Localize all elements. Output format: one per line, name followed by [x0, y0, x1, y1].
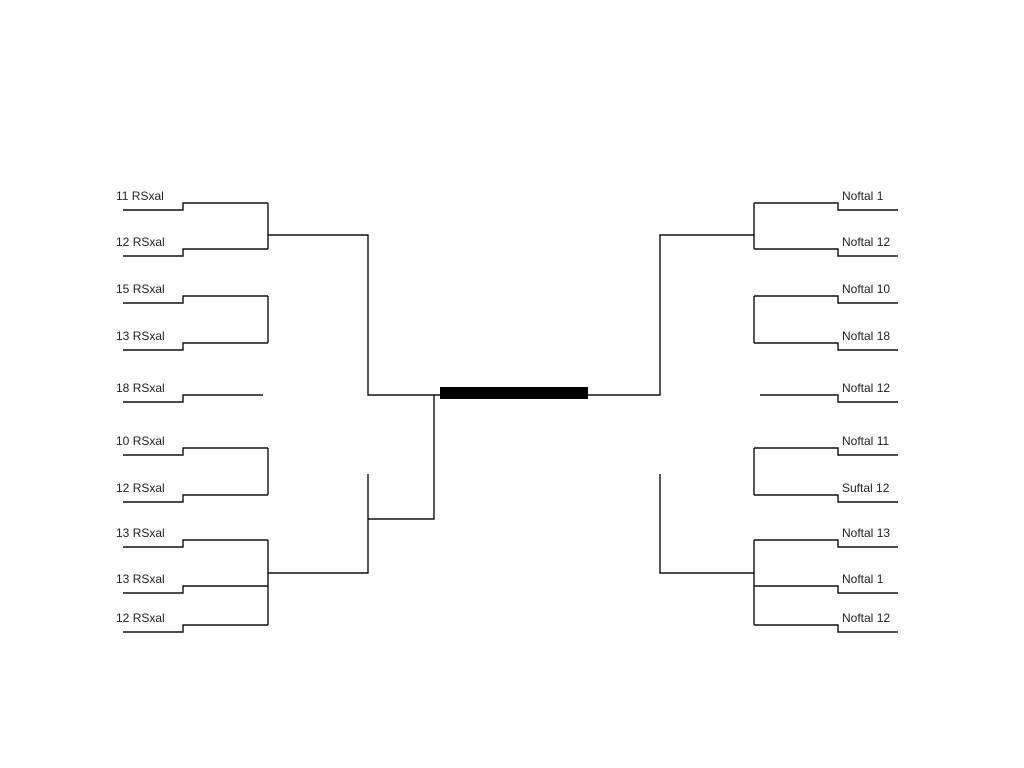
seed: 12 [876, 381, 891, 395]
seed: 12 [876, 481, 890, 495]
right-semifinal-connector [588, 234, 754, 396]
seed: 13 [116, 572, 133, 586]
seed: 15 [116, 282, 133, 296]
seed: 11 [876, 434, 890, 448]
right-slot-line [754, 202, 898, 211]
seed: 10 [876, 282, 891, 296]
seed: 12 [876, 235, 891, 249]
left-slot-line [123, 394, 263, 403]
right-slot-line [754, 447, 898, 456]
right-slot-line [754, 248, 898, 257]
left-team-label: 11 RSxal [116, 189, 164, 203]
team-name: Noftal [842, 329, 877, 343]
left-slot-line [123, 624, 268, 633]
left-semifinal-connector [268, 234, 440, 396]
left-team-label: 13 RSxal [116, 329, 165, 343]
right-slot-line [754, 585, 898, 594]
seed: 12 [116, 481, 133, 495]
left-team-label: 13 RSxal [116, 526, 165, 540]
left-slot-line [123, 494, 268, 503]
team-name: RSxal [132, 611, 165, 625]
championship-bar [440, 387, 588, 399]
left-team-label: 12 RSxal [116, 611, 165, 625]
left-slot-line [123, 539, 268, 548]
left-slot-line [123, 447, 268, 456]
right-slot-line [754, 539, 898, 548]
right-team-label: Noftal 12 [842, 235, 890, 249]
right-slot-line [754, 624, 898, 633]
left-team-label: 12 RSxal [116, 481, 165, 495]
right-team-label: Noftal 18 [842, 329, 890, 343]
team-name: Suftal [842, 481, 877, 495]
right-team-label: Noftal 10 [842, 282, 890, 296]
right-team-label: Suftal 12 [842, 481, 889, 495]
team-name: Noftal [842, 434, 877, 448]
right-semifinal-connector [659, 474, 754, 574]
seed: 1 [876, 572, 884, 586]
seed: 13 [876, 526, 891, 540]
right-team-label: Noftal 11 [842, 434, 889, 448]
team-name: Noftal [842, 381, 877, 395]
left-semifinal-connector [268, 474, 369, 574]
right-slot-line [754, 494, 898, 503]
seed: 12 [116, 235, 133, 249]
team-name: Noftal [842, 235, 877, 249]
seed: 1 [876, 189, 884, 203]
left-slot-line [123, 295, 268, 304]
right-team-label: Noftal 12 [842, 611, 890, 625]
seed: 12 [116, 611, 133, 625]
left-team-label: 13 RSxal [116, 572, 165, 586]
left-team-label: 15 RSxal [116, 282, 165, 296]
right-team-label: Noftal 13 [842, 526, 890, 540]
left-slot-line [123, 248, 268, 257]
left-team-label: 10 RSxal [116, 434, 165, 448]
seed: 10 [116, 434, 133, 448]
seed: 13 [116, 526, 133, 540]
right-team-label: Noftal 12 [842, 381, 890, 395]
seed: 18 [876, 329, 891, 343]
team-name: RSxal [132, 481, 165, 495]
team-name: Noftal [842, 611, 877, 625]
team-name: RSxal [132, 434, 165, 448]
team-name: RSxal [132, 526, 165, 540]
team-name: RSxal [132, 381, 165, 395]
left-team-label: 12 RSxal [116, 235, 165, 249]
team-name: RSxal [132, 235, 165, 249]
team-name: RSxal [132, 282, 165, 296]
left-slot-line [123, 585, 268, 594]
seed: 18 [116, 381, 133, 395]
right-slot-line [754, 295, 898, 304]
right-slot-line [760, 394, 898, 403]
team-name: Noftal [842, 572, 877, 586]
team-name: RSxal [131, 189, 164, 203]
left-slot-line [123, 202, 268, 211]
right-team-label: Noftal 1 [842, 189, 883, 203]
left-slot-line [123, 342, 268, 351]
team-name: Noftal [842, 526, 877, 540]
team-name: RSxal [132, 572, 165, 586]
team-name: Noftal [842, 282, 877, 296]
seed: 12 [876, 611, 891, 625]
left-team-label: 18 RSxal [116, 381, 165, 395]
team-name: RSxal [132, 329, 165, 343]
right-team-label: Noftal 1 [842, 572, 883, 586]
left-semifinal-connector [368, 395, 435, 520]
seed: 11 [116, 189, 132, 203]
team-name: Noftal [842, 189, 877, 203]
seed: 13 [116, 329, 133, 343]
right-slot-line [754, 342, 898, 351]
